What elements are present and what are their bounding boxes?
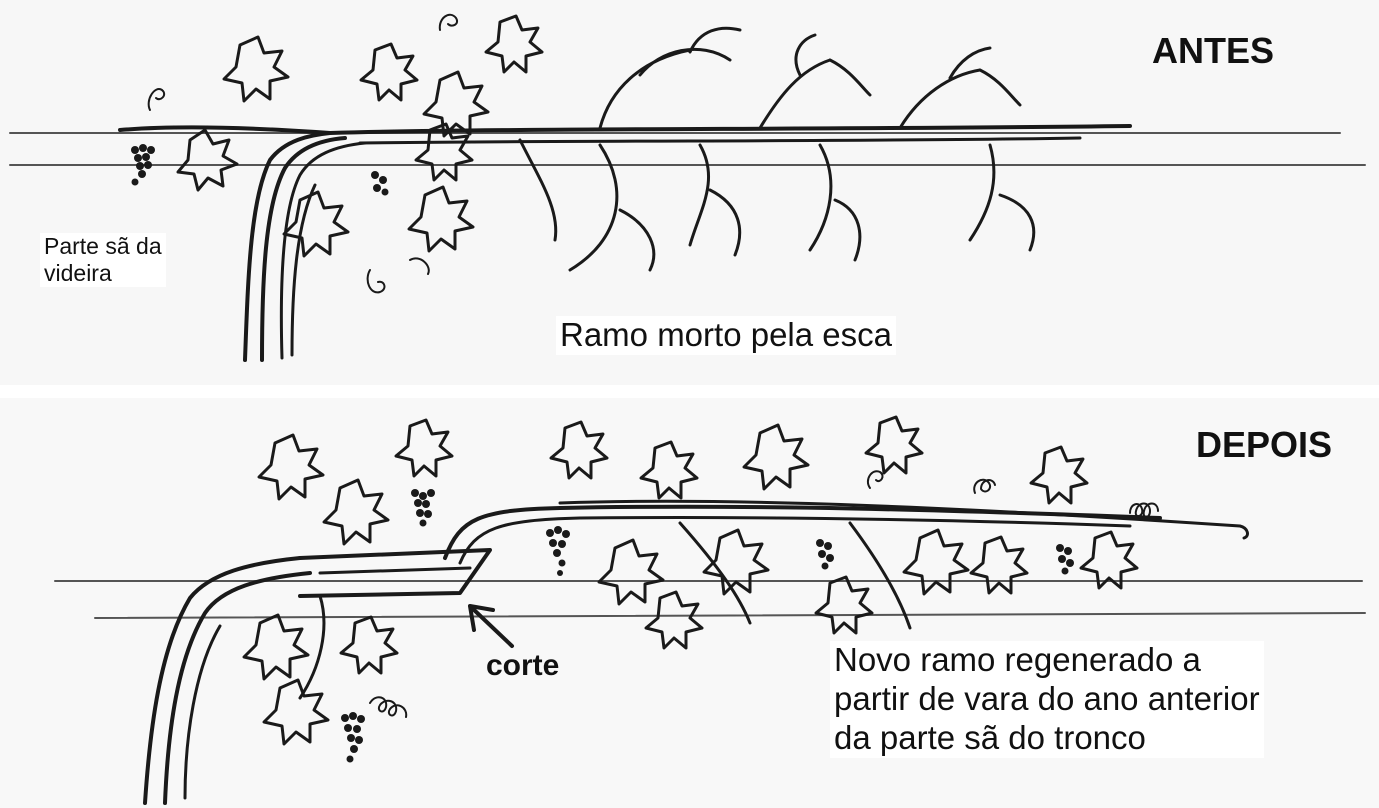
cut-label: corte xyxy=(486,649,560,682)
new-branch-label: Novo ramo regenerado a partir de vara do… xyxy=(830,641,1264,758)
healthy-cordon xyxy=(118,125,332,135)
dead-branch-label: Ramo morto pela esca xyxy=(556,316,896,355)
vine-trunk xyxy=(243,131,367,362)
trellis-wire-lower xyxy=(94,612,1366,619)
dead-cordon xyxy=(328,26,1132,272)
before-vine-drawing xyxy=(9,13,1366,362)
healthy-part-label: Parte sã da videira xyxy=(40,233,166,288)
panel-divider xyxy=(0,385,1379,398)
before-leaves xyxy=(131,13,544,294)
after-panel: DEPOIS corte Novo ramo regenerado a part… xyxy=(0,398,1379,808)
after-leaves xyxy=(242,415,1159,763)
cut-cordon-stub xyxy=(298,548,492,598)
before-panel: ANTES Parte sã da videira Ramo morto pel… xyxy=(0,0,1379,385)
after-title: DEPOIS xyxy=(1196,424,1333,465)
new-cordon xyxy=(298,499,1249,700)
vine-trunk xyxy=(143,556,312,805)
before-title: ANTES xyxy=(1152,30,1275,71)
cut-arrow-icon xyxy=(468,604,514,648)
after-vine-drawing xyxy=(54,415,1366,805)
